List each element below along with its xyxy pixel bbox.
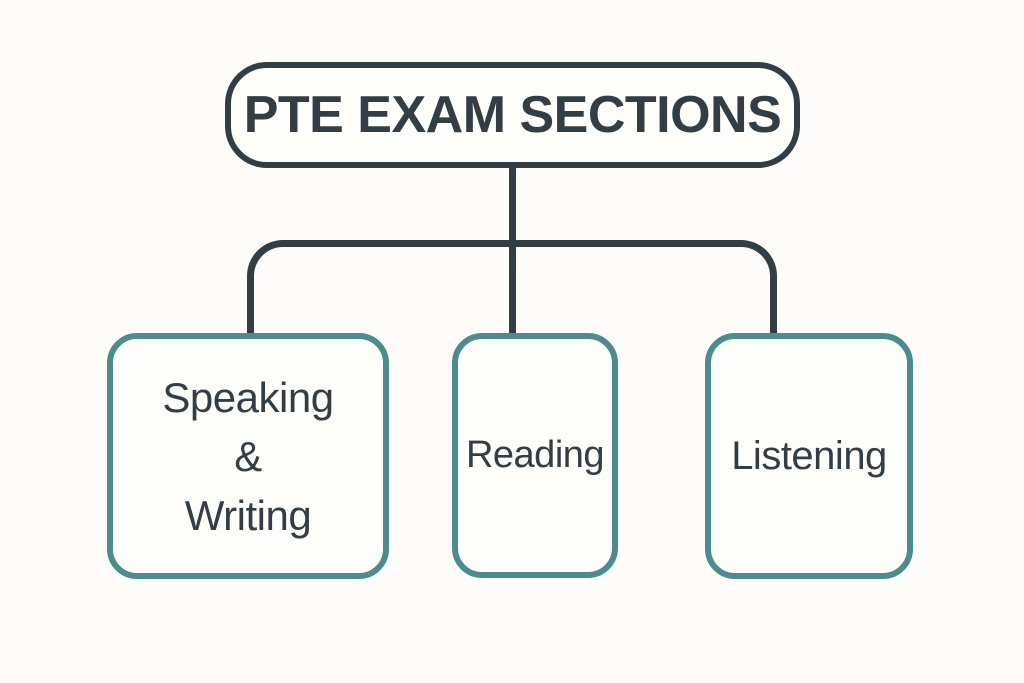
node-speaking-writing: Speaking & Writing <box>107 333 389 579</box>
connector-stem-line <box>509 166 516 333</box>
node-speaking-writing-line-2: & <box>234 432 262 480</box>
node-listening-label: Listening <box>731 433 887 478</box>
node-reading-label: Reading <box>465 434 605 476</box>
node-speaking-writing-line-3: Writing <box>184 491 312 539</box>
node-reading: Reading <box>452 333 618 578</box>
root-node-pte-exam-sections: PTE EXAM SECTIONS <box>225 62 800 168</box>
node-listening: Listening <box>705 333 913 579</box>
root-node-label: PTE EXAM SECTIONS <box>243 86 782 144</box>
node-speaking-writing-line-1: Speaking <box>162 373 334 421</box>
